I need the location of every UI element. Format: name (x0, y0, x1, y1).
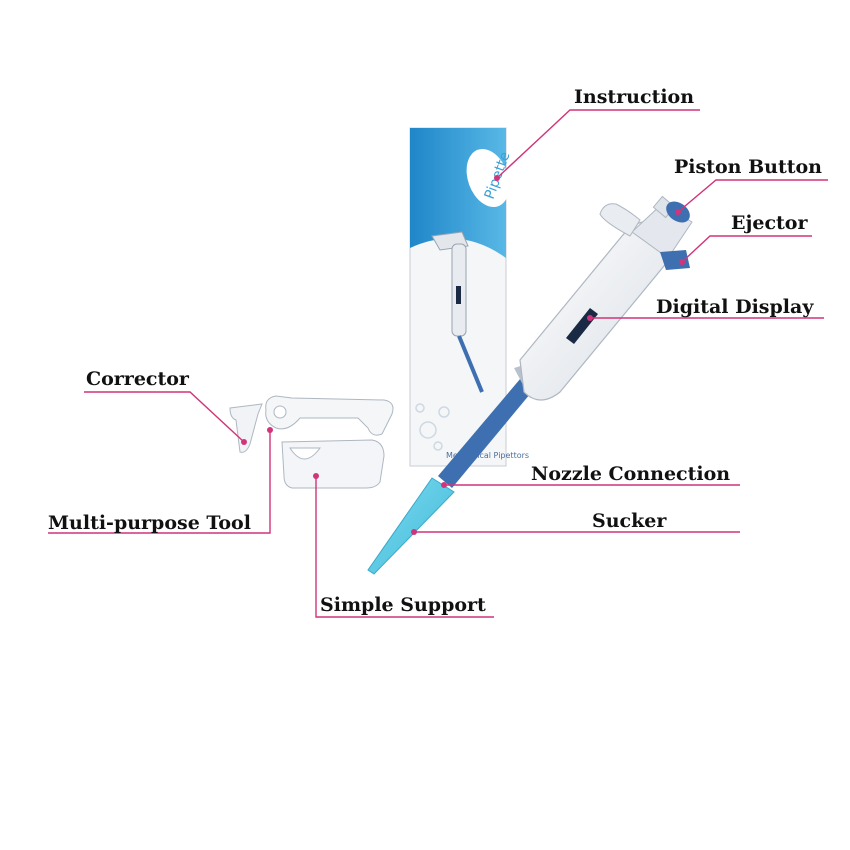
anchor-simple-support (313, 473, 319, 479)
multi-purpose-tool-part (265, 395, 394, 436)
anchor-instruction (494, 175, 500, 181)
label-multi-purpose-tool: Multi-purpose Tool (48, 512, 251, 534)
leader-ejector (681, 235, 812, 263)
label-ejector: Ejector (731, 212, 808, 234)
anchor-multi-purpose-tool (267, 427, 273, 433)
leader-corrector (84, 391, 245, 443)
label-sucker: Sucker (592, 510, 667, 532)
label-instruction: Instruction (574, 86, 695, 108)
leader-instruction (496, 109, 700, 179)
anchor-ejector (679, 259, 685, 265)
pipette (367, 195, 693, 575)
label-piston-button: Piston Button (674, 156, 822, 178)
leader-multi-purpose-tool (48, 430, 271, 534)
box-subtitle-text: Mechanical Pipettors (446, 451, 529, 460)
anchor-digital-display (587, 315, 593, 321)
leader-simple-support (315, 476, 494, 618)
label-digital-display: Digital Display (656, 296, 814, 318)
anchor-dots (241, 175, 685, 535)
anchor-sucker (411, 529, 417, 535)
label-simple-support: Simple Support (320, 594, 486, 616)
label-corrector: Corrector (86, 368, 189, 390)
corrector-part (229, 403, 263, 453)
instruction-box (409, 127, 510, 467)
anchor-piston-button (675, 209, 681, 215)
label-nozzle-connection: Nozzle Connection (531, 463, 731, 485)
anchor-nozzle-connection (441, 482, 447, 488)
anchor-corrector (241, 439, 247, 445)
leader-lines (48, 109, 828, 618)
leader-piston-button (677, 179, 828, 213)
simple-support-part (281, 439, 385, 489)
